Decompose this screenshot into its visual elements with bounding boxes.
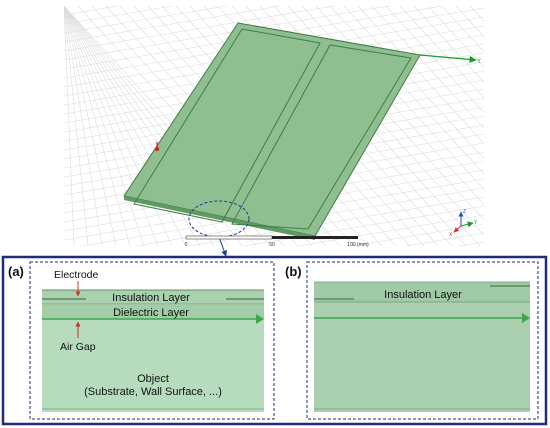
zoom-callout: [188, 200, 250, 257]
panel-b: (b) Insulation Layer: [285, 261, 539, 420]
object-label-line2: (Substrate, Wall Surface, ...): [84, 386, 222, 398]
zoom-ellipse: [188, 200, 250, 238]
panel-b-insulation: [314, 282, 530, 302]
triad-z-label: Z: [463, 209, 466, 215]
insulation-layer-label-a: Insulation Layer: [112, 292, 190, 304]
airgap-label: Air Gap: [60, 341, 96, 353]
insulation-layer-label-b: Insulation Layer: [384, 289, 462, 301]
triad-y-label: Y: [474, 220, 478, 226]
electrode-label: Electrode: [54, 269, 99, 281]
plate-side-face: [124, 196, 315, 240]
axis-triad: Z Y X: [449, 209, 478, 238]
scale-tick-100: 100 (mm): [347, 242, 369, 248]
panel-a-electrode-left: [42, 298, 86, 300]
scale-tick-50: 50: [269, 242, 275, 248]
panel-b-electrode-left: [314, 298, 354, 300]
panel-a-tag: (a): [8, 264, 24, 279]
electrode-right: [231, 44, 412, 230]
dielectric-layer-label-a: Dielectric Layer: [113, 307, 189, 319]
model-view: Y 0 50 100 (mm) Z Y X: [64, 6, 484, 257]
panel-a: (a) Insulation Layer Dielectric Layer El…: [8, 261, 275, 420]
scale-tick-0: 0: [185, 242, 188, 248]
axis-y-label: Y: [477, 59, 481, 65]
panel-a-electrode-right: [226, 298, 264, 300]
electrode-left: [133, 28, 321, 223]
panel-b-object: [314, 282, 530, 412]
panel-a-dielectric: [42, 305, 264, 319]
panel-a-dielectric-arrow: [256, 314, 264, 324]
scale-bar: 0 50 100 (mm): [185, 235, 369, 248]
triad-x-label: X: [449, 232, 453, 238]
object-label-line1: Object: [137, 373, 169, 385]
panel-a-insulation: [42, 290, 264, 304]
panel-b-electrode-right: [490, 285, 530, 287]
panel-b-arrow: [522, 313, 530, 323]
global-axes: Y: [154, 54, 481, 152]
detail-box: (a) Insulation Layer Dielectric Layer El…: [1, 255, 548, 426]
panel-b-tag: (b): [285, 264, 302, 279]
